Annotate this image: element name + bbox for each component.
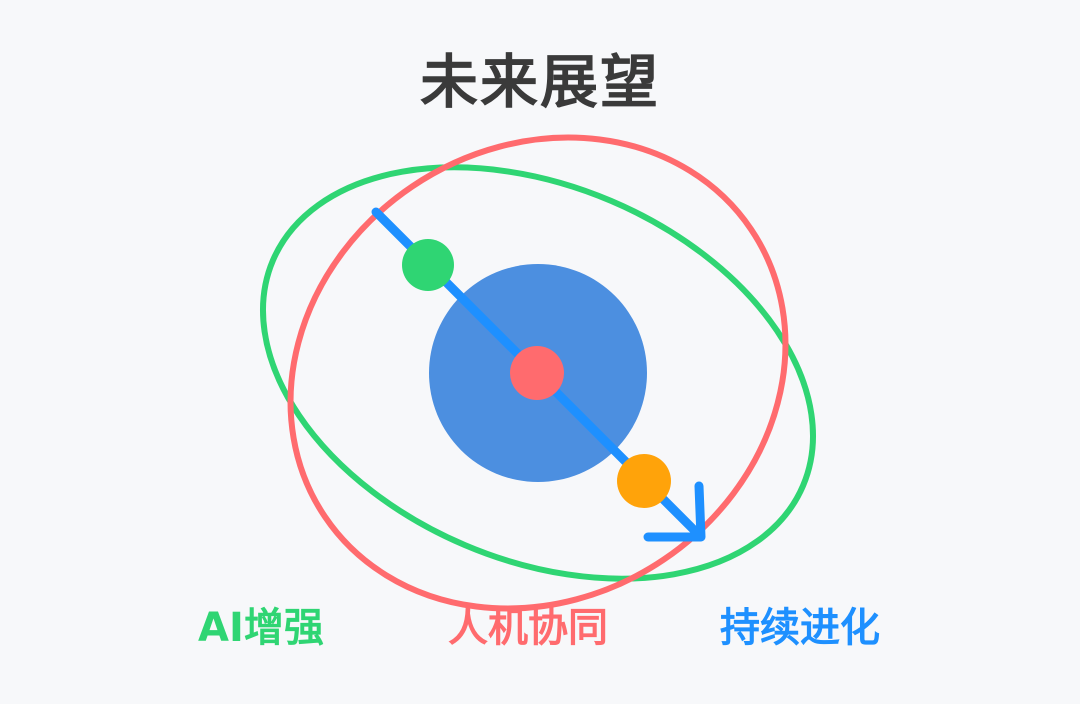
red-node bbox=[510, 346, 564, 400]
arrow-head bbox=[643, 481, 706, 542]
label-human-machine-collaboration: 人机协同 bbox=[448, 605, 608, 651]
green-orbit bbox=[260, 164, 816, 582]
red-orbit bbox=[287, 134, 789, 612]
label-continuous-evolution: 持续进化 bbox=[720, 605, 880, 651]
label-ai-enhancement: AI增强 bbox=[198, 605, 324, 651]
page-title: 未来展望 bbox=[419, 48, 660, 116]
green-node bbox=[402, 239, 454, 291]
orange-node bbox=[617, 454, 671, 508]
